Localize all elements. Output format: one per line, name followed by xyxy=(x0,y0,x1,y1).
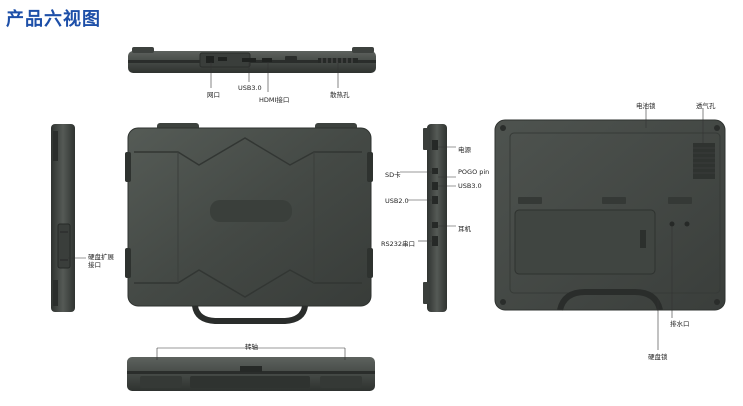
label-power: 电源 xyxy=(458,146,471,154)
top-view-edge xyxy=(128,47,376,73)
label-hdmi: HDMI接口 xyxy=(259,96,290,104)
right-view-leaders xyxy=(400,146,456,242)
page-title: 产品六视图 xyxy=(6,9,101,30)
front-view-edge xyxy=(127,357,375,391)
label-rs232: RS232串口 xyxy=(381,240,416,248)
back-view-leaders xyxy=(645,108,704,350)
main-lid-view xyxy=(125,123,373,324)
back-panel-view xyxy=(494,119,726,311)
label-pogo-pin: POGO pin xyxy=(458,168,490,176)
top-view-leaders xyxy=(210,62,339,92)
right-view-edge xyxy=(423,124,447,312)
label-drain-hole: 排水口 xyxy=(670,320,690,328)
label-vent-hole: 透气孔 xyxy=(696,102,716,110)
label-battery-lock: 电池锁 xyxy=(636,102,656,110)
label-network-port: 网口 xyxy=(207,91,220,99)
label-sd-card: SD卡 xyxy=(385,171,401,179)
label-earphone: 耳机 xyxy=(458,225,471,233)
label-usb30-right: USB3.0 xyxy=(458,182,482,190)
label-usb20: USB2.0 xyxy=(385,197,409,205)
label-usb30-top: USB3.0 xyxy=(238,84,262,92)
left-view-edge xyxy=(51,124,75,312)
label-hinge: 转轴 xyxy=(245,343,258,351)
label-vent-top: 散热孔 xyxy=(330,91,350,99)
front-view-leaders xyxy=(156,347,346,360)
label-hdd-expansion: 硬盘扩展 接口 xyxy=(88,253,114,269)
label-hdd-lock: 硬盘锁 xyxy=(648,353,668,361)
